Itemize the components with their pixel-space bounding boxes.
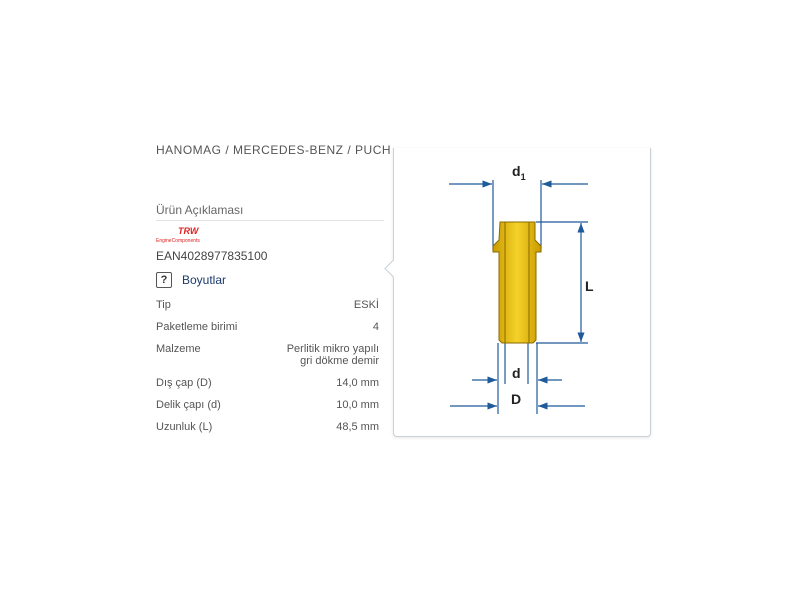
- question-icon: ?: [156, 272, 172, 288]
- label-d1: d1: [512, 163, 526, 182]
- spec-row: Uzunluk (L) 48,5 mm: [156, 421, 379, 433]
- brand-logo: TRW EngineComponents: [156, 226, 216, 246]
- spec-value-line: gri dökme demir: [300, 355, 379, 367]
- spec-value: 14,0 mm: [336, 377, 379, 389]
- product-title: HANOMAG / MERCEDES-BENZ / PUCH / S: [156, 143, 392, 154]
- spec-row: Delik çapı (d) 10,0 mm: [156, 399, 379, 411]
- spec-value-line: Perlitik mikro yapılı: [286, 343, 379, 355]
- spec-value: 10,0 mm: [336, 399, 379, 411]
- section-title: Ürün Açıklaması: [156, 203, 244, 217]
- brand-logo-text: TRW: [178, 226, 199, 236]
- spec-row: Tip ESKİ: [156, 299, 379, 311]
- label-D: D: [511, 391, 521, 407]
- divider: [156, 220, 384, 221]
- dimensions-link-label: Boyutlar: [182, 273, 227, 287]
- dimension-lines: [449, 180, 588, 414]
- product-title-clipped: HANOMAG / MERCEDES-BENZ / PUCH / S: [156, 140, 392, 154]
- spec-value: 48,5 mm: [336, 421, 379, 433]
- spec-label: Tip: [156, 299, 171, 311]
- brand-logo-subtext: EngineComponents: [156, 238, 200, 244]
- spec-label: Paketleme birimi: [156, 321, 238, 333]
- spec-label: Malzeme: [156, 343, 201, 355]
- spec-value: 4: [372, 321, 379, 333]
- dimensions-link[interactable]: ? Boyutlar: [156, 272, 226, 288]
- spec-row: Dış çap (D) 14,0 mm: [156, 377, 379, 389]
- label-L: L: [585, 278, 594, 294]
- spec-label: Dış çap (D): [156, 377, 212, 389]
- valve-guide-part: [492, 221, 542, 344]
- label-d: d: [512, 365, 521, 381]
- spec-value: ESKİ: [353, 299, 379, 311]
- spec-label: Delik çapı (d): [156, 399, 221, 411]
- spec-label: Uzunluk (L): [156, 421, 213, 433]
- spec-row: Paketleme birimi 4: [156, 321, 379, 333]
- ean-code: EAN4028977835100: [156, 249, 268, 263]
